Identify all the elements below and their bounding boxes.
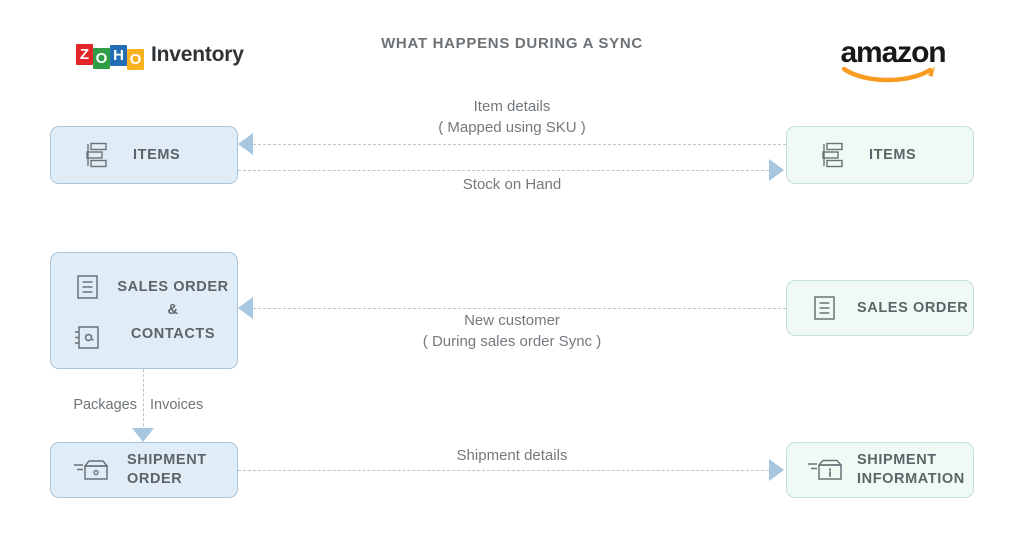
edge-invoices-label: Invoices bbox=[150, 397, 204, 413]
node-sales-order-contacts-zoho[interactable]: SALES ORDER & CONTACTS bbox=[50, 252, 238, 369]
edge-stock-on-hand-line bbox=[238, 170, 769, 171]
node-shipment-information-label: SHIPMENT INFORMATION bbox=[857, 452, 965, 487]
node-shipment-information-amazon[interactable]: SHIPMENT INFORMATION bbox=[786, 442, 974, 498]
edge-packages-label: Packages bbox=[73, 397, 137, 413]
node-sales-order-contacts-icons bbox=[73, 271, 101, 351]
edge-stock-on-hand-label: Stock on Hand bbox=[462, 176, 562, 193]
node-sales-order-contacts-text: SALES ORDER & CONTACTS bbox=[113, 280, 233, 342]
edge-new-customer-arrowhead bbox=[238, 297, 253, 319]
edge-packages-invoices-arrowhead bbox=[132, 428, 154, 442]
node-shipment-order-label: SHIPMENT ORDER bbox=[127, 452, 207, 487]
edge-item-details-label: Item details ( Mapped using SKU ) bbox=[438, 98, 586, 136]
node-sales-order-amazon[interactable]: SALES ORDER bbox=[786, 280, 974, 336]
amazon-wordmark: amazon bbox=[840, 36, 946, 69]
items-stack-icon bbox=[819, 141, 845, 169]
zoho-tile-o2: O bbox=[127, 49, 144, 70]
node-items-amazon-label: ITEMS bbox=[869, 146, 917, 163]
contacts-at-icon bbox=[73, 323, 101, 351]
edge-new-customer-line bbox=[253, 308, 786, 309]
amazon-logo: amazon bbox=[838, 38, 948, 83]
edge-new-customer-label: New customer ( During sales order Sync ) bbox=[422, 312, 602, 350]
document-lines-icon bbox=[74, 273, 100, 301]
items-stack-icon bbox=[83, 141, 109, 169]
edge-stock-on-hand-arrowhead bbox=[769, 159, 784, 181]
zoho-tile-h: H bbox=[110, 45, 127, 66]
node-items-zoho-label: ITEMS bbox=[133, 146, 181, 163]
node-sales-order-label: SALES ORDER bbox=[117, 278, 229, 295]
shipment-box-icon bbox=[73, 455, 109, 485]
node-contacts-label: CONTACTS bbox=[130, 325, 216, 342]
amazon-smile-icon bbox=[842, 66, 935, 83]
document-lines-icon bbox=[811, 294, 837, 322]
edge-item-details-arrowhead bbox=[238, 133, 253, 155]
zoho-tile-z: Z bbox=[76, 44, 93, 65]
zoho-product-name: Inventory bbox=[151, 43, 244, 66]
node-shipment-order-zoho[interactable]: SHIPMENT ORDER bbox=[50, 442, 238, 498]
node-items-zoho[interactable]: ITEMS bbox=[50, 126, 238, 184]
edge-packages-invoices-line bbox=[143, 369, 144, 431]
zoho-logo-icon: Z O H O bbox=[76, 42, 144, 70]
shipment-info-box-icon bbox=[807, 455, 843, 485]
edge-item-details-line bbox=[253, 144, 786, 145]
node-ampersand-label: & bbox=[167, 302, 179, 319]
zoho-tile-o1: O bbox=[93, 48, 110, 69]
node-items-amazon[interactable]: ITEMS bbox=[786, 126, 974, 184]
edge-shipment-details-arrowhead bbox=[769, 459, 784, 481]
node-sales-order-amazon-label: SALES ORDER bbox=[857, 299, 969, 316]
edge-shipment-details-label: Shipment details bbox=[456, 447, 568, 464]
edge-shipment-details-line bbox=[238, 470, 769, 471]
zoho-inventory-logo: Z O H O Inventory bbox=[76, 42, 244, 70]
page-title: WHAT HAPPENS DURING A SYNC bbox=[381, 35, 643, 52]
